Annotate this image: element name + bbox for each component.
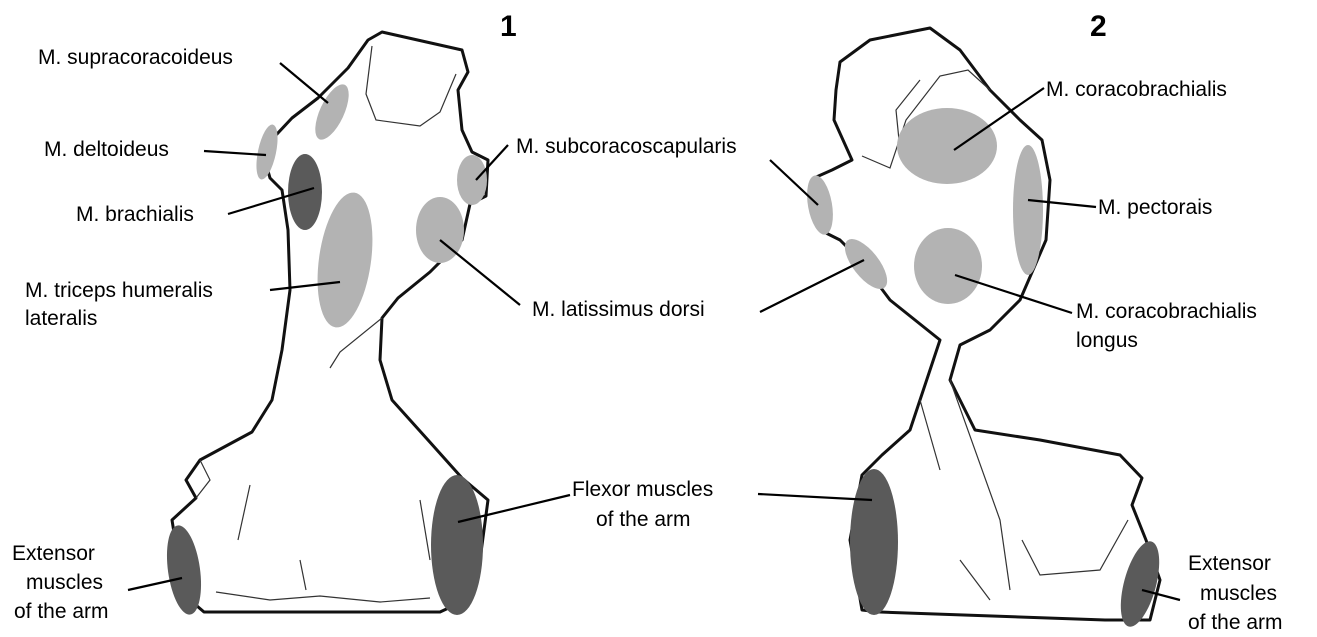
label-coracobrachialis-longus-line1: M. coracobrachialis [1076,300,1257,323]
label-extensor-right-line3: of the arm [1188,611,1283,634]
muscle-flexor-area-view-2 [850,469,898,615]
muscle-pectorais-area [1013,145,1043,275]
label-triceps-line2: lateralis [25,307,97,330]
label-brachialis: M. brachialis [76,203,194,226]
leader-flexor-2 [758,494,872,500]
label-flexor-line2: of the arm [596,508,691,531]
label-extensor-left-line2: muscles [26,571,103,594]
label-triceps-line1: M. triceps humeralis [25,279,213,302]
view-number-1: 1 [500,10,517,43]
label-subcoracoscapularis: M. subcoracoscapularis [516,135,737,158]
muscle-flexor-area-view-1 [431,475,483,615]
muscle-subcoracoscapularis-area [457,155,487,205]
label-flexor-line1: Flexor muscles [572,478,713,501]
label-extensor-left-line3: of the arm [14,600,109,623]
label-coracobrachialis-longus-line2: longus [1076,329,1138,352]
label-supracoracoideus: M. supracoracoideus [38,46,233,69]
muscle-brachialis-area [288,154,322,230]
label-deltoideus: M. deltoideus [44,138,169,161]
muscle-coracobrachialis-area [897,108,997,184]
view-1: 1 [162,10,517,617]
label-extensor-left-line1: Extensor [12,542,95,565]
leader-deltoideus [204,151,266,155]
label-extensor-right-line2: muscles [1200,582,1277,605]
leader-latissimus-2 [760,260,864,312]
leader-supracoracoideus [280,63,328,103]
label-coracobrachialis: M. coracobrachialis [1046,78,1227,101]
label-latissimus: M. latissimus dorsi [532,298,705,321]
muscle-coracobrachialis-longus-area [914,228,982,304]
label-extensor-right-line1: Extensor [1188,552,1271,575]
view-number-2: 2 [1090,10,1107,43]
leader-latissimus-1 [440,240,520,305]
label-pectorais: M. pectorais [1098,196,1212,219]
